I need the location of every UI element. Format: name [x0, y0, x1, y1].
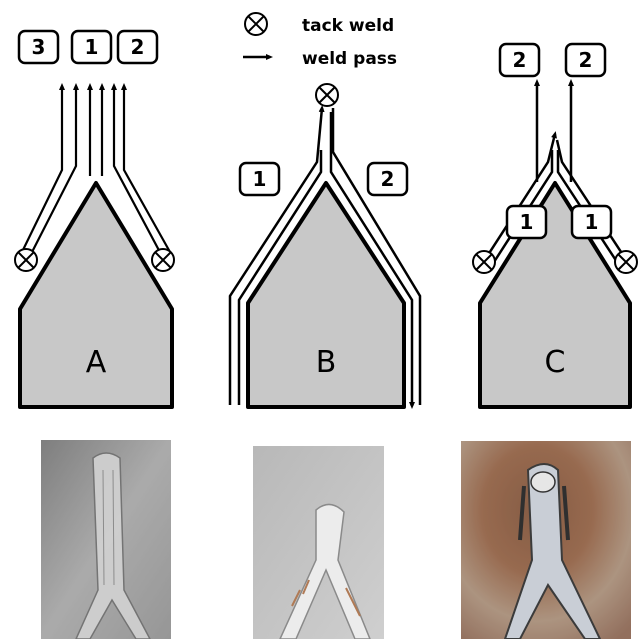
photo-a — [41, 440, 171, 639]
pass-label-c-1-right: 1 — [572, 206, 611, 238]
tack-weld-icon — [615, 251, 637, 273]
diagram-b: B 1 2 — [230, 84, 420, 407]
legend: tack weld weld pass — [243, 13, 397, 69]
tack-weld-icon — [245, 13, 267, 35]
tack-weld-icon — [473, 251, 495, 273]
diagram-c-caption: C — [545, 345, 566, 380]
legend-tack-weld-label: tack weld — [302, 16, 394, 36]
svg-text:1: 1 — [253, 167, 267, 191]
pass-label-a-3: 3 — [19, 31, 58, 63]
pass-label-a-2: 2 — [118, 31, 157, 63]
diagram-b-caption: B — [316, 345, 337, 380]
diagram-a-caption: A — [86, 345, 107, 380]
svg-text:2: 2 — [513, 48, 527, 72]
svg-text:1: 1 — [85, 35, 99, 59]
tack-weld-icon — [152, 249, 174, 271]
diagram-a: A 3 1 — [15, 31, 174, 407]
tack-weld-icon — [15, 249, 37, 271]
photo-c — [461, 441, 631, 639]
svg-text:2: 2 — [131, 35, 145, 59]
pass-label-c-2-left: 2 — [500, 44, 539, 76]
legend-weld-pass-label: weld pass — [302, 49, 397, 69]
pass-label-b-2: 2 — [368, 163, 407, 195]
pass-label-c-2-right: 2 — [566, 44, 605, 76]
svg-text:3: 3 — [32, 35, 46, 59]
photo-b — [253, 446, 384, 639]
pass-label-a-1: 1 — [72, 31, 111, 63]
svg-text:2: 2 — [579, 48, 593, 72]
tack-weld-icon — [316, 84, 338, 106]
diagram-c: C 2 2 — [473, 44, 637, 407]
pass-label-b-1: 1 — [240, 163, 279, 195]
svg-text:2: 2 — [381, 167, 395, 191]
svg-text:1: 1 — [520, 210, 534, 234]
pass-label-c-1-left: 1 — [507, 206, 546, 238]
svg-text:1: 1 — [585, 210, 599, 234]
